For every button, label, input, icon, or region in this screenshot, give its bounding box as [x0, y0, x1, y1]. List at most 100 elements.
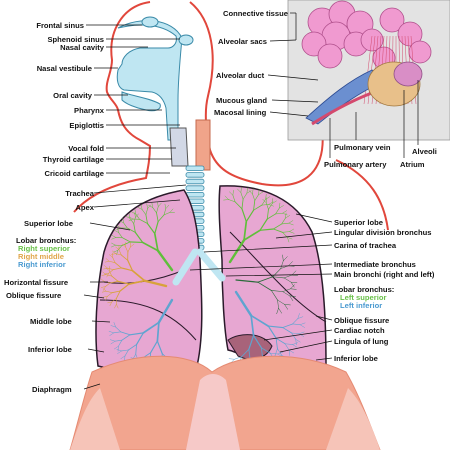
bronchus-branch — [277, 299, 279, 309]
bronchus-branch — [145, 208, 148, 216]
bronchus-branch — [121, 237, 131, 243]
bronchus-branch — [102, 271, 107, 275]
leader-line — [315, 357, 333, 361]
label-inferior-lobe-left: Inferior lobe — [334, 354, 378, 363]
label-frontal-sinus: Frontal sinus — [36, 21, 84, 30]
bronchus-branch — [280, 260, 284, 269]
bronchus-branch — [169, 208, 174, 213]
bronchus-branch — [118, 232, 123, 238]
label-diaphragm: Diaphragm — [32, 385, 72, 394]
bronchus-branch — [107, 292, 113, 297]
bronchus-branch — [282, 323, 293, 328]
label-vocal-fold: Vocal fold — [68, 144, 104, 153]
label-lobar-bronchus-left: Lobar bronchus: — [334, 285, 395, 294]
bronchus-branch — [243, 229, 261, 241]
bronchus-branch — [115, 326, 122, 333]
bronchus-branch — [271, 200, 277, 204]
label-trachea: Trachea — [65, 189, 94, 198]
bronchus-branch — [113, 331, 122, 334]
label-nasal-vestibule: Nasal vestibule — [36, 64, 92, 73]
bronchus-branch — [103, 267, 108, 270]
leader-line — [271, 99, 319, 103]
bronchus-branch — [108, 269, 114, 274]
bronchus-branch — [274, 348, 278, 357]
bronchus-branch — [290, 288, 297, 290]
bronchus-branch — [113, 250, 119, 253]
bronchus-branch — [111, 244, 116, 248]
label-pulmonary-artery: Pulmonary artery — [324, 160, 387, 169]
bronchus-branch — [282, 327, 293, 334]
bronchus-branch — [279, 205, 284, 209]
bronchus-branch — [252, 188, 254, 195]
bronchus-branch — [282, 254, 284, 262]
bronchus-branch — [265, 194, 267, 200]
bronchus-branch — [116, 349, 122, 352]
torso-right-outline — [335, 159, 389, 231]
bronchus-branch — [246, 190, 252, 194]
bronchus-branch — [282, 288, 291, 292]
bronchus-branch — [275, 337, 278, 350]
bronchus-branch — [158, 202, 162, 207]
label-lingula-of-lung: Lingula of lung — [334, 337, 389, 346]
bronchus-branch — [156, 340, 163, 355]
bronchus-branch — [234, 290, 253, 317]
bronchus-branch — [291, 332, 300, 335]
bronchus-branch — [121, 334, 131, 341]
bronchus-branch — [119, 220, 124, 224]
label-left-superior: Left superior — [340, 293, 387, 302]
bronchus-branch — [109, 332, 115, 336]
bronchus-branch — [111, 234, 117, 238]
bronchus-branch — [290, 281, 298, 284]
bronchus-branch — [266, 208, 269, 220]
bronchus-branch — [120, 267, 134, 272]
bronchus-branch — [121, 349, 129, 352]
bronchus-branch — [273, 228, 283, 233]
bronchus-branch — [229, 191, 234, 196]
bronchus-branch — [139, 218, 148, 224]
bronchus-branch — [257, 281, 272, 291]
trachea-ring — [185, 191, 205, 198]
bronchus-branch — [154, 221, 159, 235]
bronchus-branch — [146, 222, 156, 235]
bronchus-branch — [120, 254, 129, 261]
bronchus-branch — [262, 198, 267, 203]
bronchus-branch — [114, 230, 119, 233]
bronchus-branch — [237, 188, 242, 193]
bronchus-branch — [297, 313, 300, 319]
bronchus-branch — [288, 222, 294, 226]
bronchial-tree — [99, 187, 306, 376]
label-alveolar-sacs: Alveolar sacs — [218, 37, 267, 46]
bronchus-branch — [113, 322, 116, 328]
bronchus-branch — [284, 343, 293, 345]
bronchus-branch — [117, 227, 119, 233]
bronchus-branch — [127, 227, 136, 233]
bronchus-branch — [152, 207, 157, 214]
bronchus-branch — [278, 307, 282, 314]
larynx-shape — [169, 127, 189, 167]
bronchus-branch — [117, 350, 122, 354]
bronchus-branch — [147, 204, 151, 209]
bronchus-branch — [133, 223, 136, 233]
bronchus-branch — [135, 213, 140, 220]
bronchus-branch — [235, 279, 259, 283]
bronchus-branch — [148, 205, 153, 208]
bronchus-branch — [104, 265, 108, 269]
bronchus-branch — [232, 190, 234, 196]
label-sphenoid-sinus: Sphenoid sinus — [47, 35, 104, 44]
bronchus-branch — [275, 207, 280, 215]
leader-line — [87, 348, 105, 353]
bronchus-branch — [299, 322, 306, 325]
bronchus-branch — [135, 344, 137, 355]
bronchus-branch — [297, 316, 304, 319]
leader-line — [269, 39, 297, 42]
bronchus-branch — [295, 339, 301, 343]
bronchus-branch — [130, 243, 135, 248]
bronchus-branch — [259, 218, 268, 231]
bronchus-branch — [107, 267, 114, 270]
bronchus-branch — [283, 277, 292, 283]
leader-line — [275, 231, 333, 239]
bronchus-branch — [105, 296, 108, 301]
bronchus-branch — [113, 345, 119, 350]
alveolus — [317, 43, 343, 69]
bronchus-branch — [292, 323, 301, 326]
